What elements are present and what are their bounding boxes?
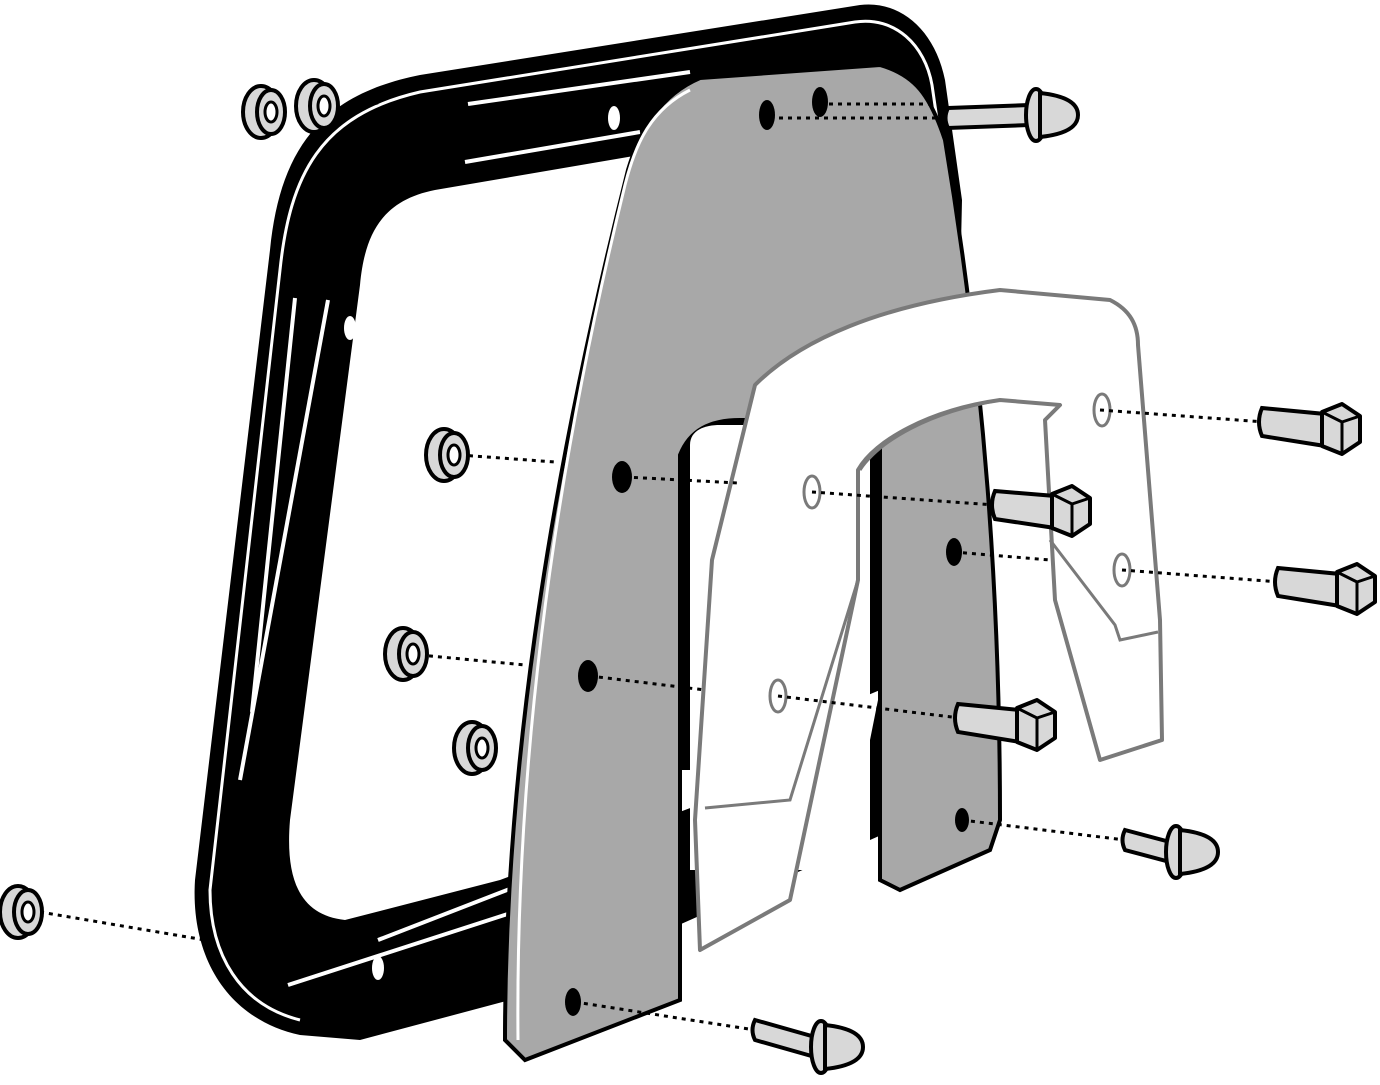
bracket-right-leg: [1048, 539, 1159, 642]
guide-line: [624, 475, 739, 485]
frame-highlight-left-2: [238, 299, 330, 781]
hex-bolts: [953, 402, 1377, 752]
bracket-hole: [1112, 552, 1132, 588]
plate-hole: [759, 100, 775, 130]
guide-line: [953, 550, 1051, 562]
nut-icon: [424, 427, 470, 483]
bracket-front-line: [704, 579, 860, 810]
hex-bolt-icon: [1273, 562, 1377, 616]
hex-bolt-icon: [990, 484, 1092, 538]
frame-highlight-bottom: [377, 883, 521, 942]
guide-line: [961, 818, 1126, 842]
bracket-hole: [802, 474, 822, 510]
guide-line: [589, 674, 706, 692]
flange-bolt-icon: [750, 1017, 866, 1075]
nut-icon: [0, 884, 44, 940]
frame-hole: [608, 106, 620, 130]
plate-hole: [578, 660, 598, 692]
flange-bolt-icon: [1120, 824, 1221, 880]
guide-line: [39, 910, 206, 942]
guide-line: [1099, 408, 1266, 424]
nut-icon: [452, 720, 498, 776]
plate-hole: [612, 461, 632, 493]
frame-window: [289, 155, 880, 920]
plate-hole: [812, 87, 828, 117]
guide-line: [459, 453, 556, 464]
frame-inner-line: [208, 19, 942, 1022]
plate-edge-highlight: [516, 88, 691, 1041]
guide-line: [339, 100, 381, 117]
frame-hole: [372, 956, 384, 980]
plate-hole: [565, 988, 581, 1016]
nuts: [0, 78, 498, 940]
frame-highlight-bottom-2: [287, 908, 521, 987]
hex-bolt-icon: [1257, 402, 1362, 456]
flange-bolt-icon: [943, 87, 1081, 143]
assembly-guide-lines: [39, 100, 1281, 1032]
bracket-hole: [768, 678, 788, 714]
flange-bolts: [750, 87, 1221, 1075]
bracket-body: [693, 288, 1164, 952]
guide-line: [811, 490, 996, 507]
bracket-inner-ridge: [858, 398, 1001, 471]
horseshoe-bracket: [693, 288, 1164, 952]
nut-icon: [241, 84, 287, 140]
frame-highlight-top-2: [464, 130, 641, 164]
frame-highlight-left: [250, 297, 297, 713]
guide-line: [574, 1000, 756, 1032]
guide-line: [429, 978, 501, 997]
hex-bolt-icon: [953, 698, 1057, 752]
frame-hole: [344, 316, 356, 340]
guide-line: [777, 694, 961, 720]
frame-highlight-top: [467, 70, 691, 106]
nut-icon: [383, 626, 429, 682]
nut-icon: [294, 78, 340, 134]
